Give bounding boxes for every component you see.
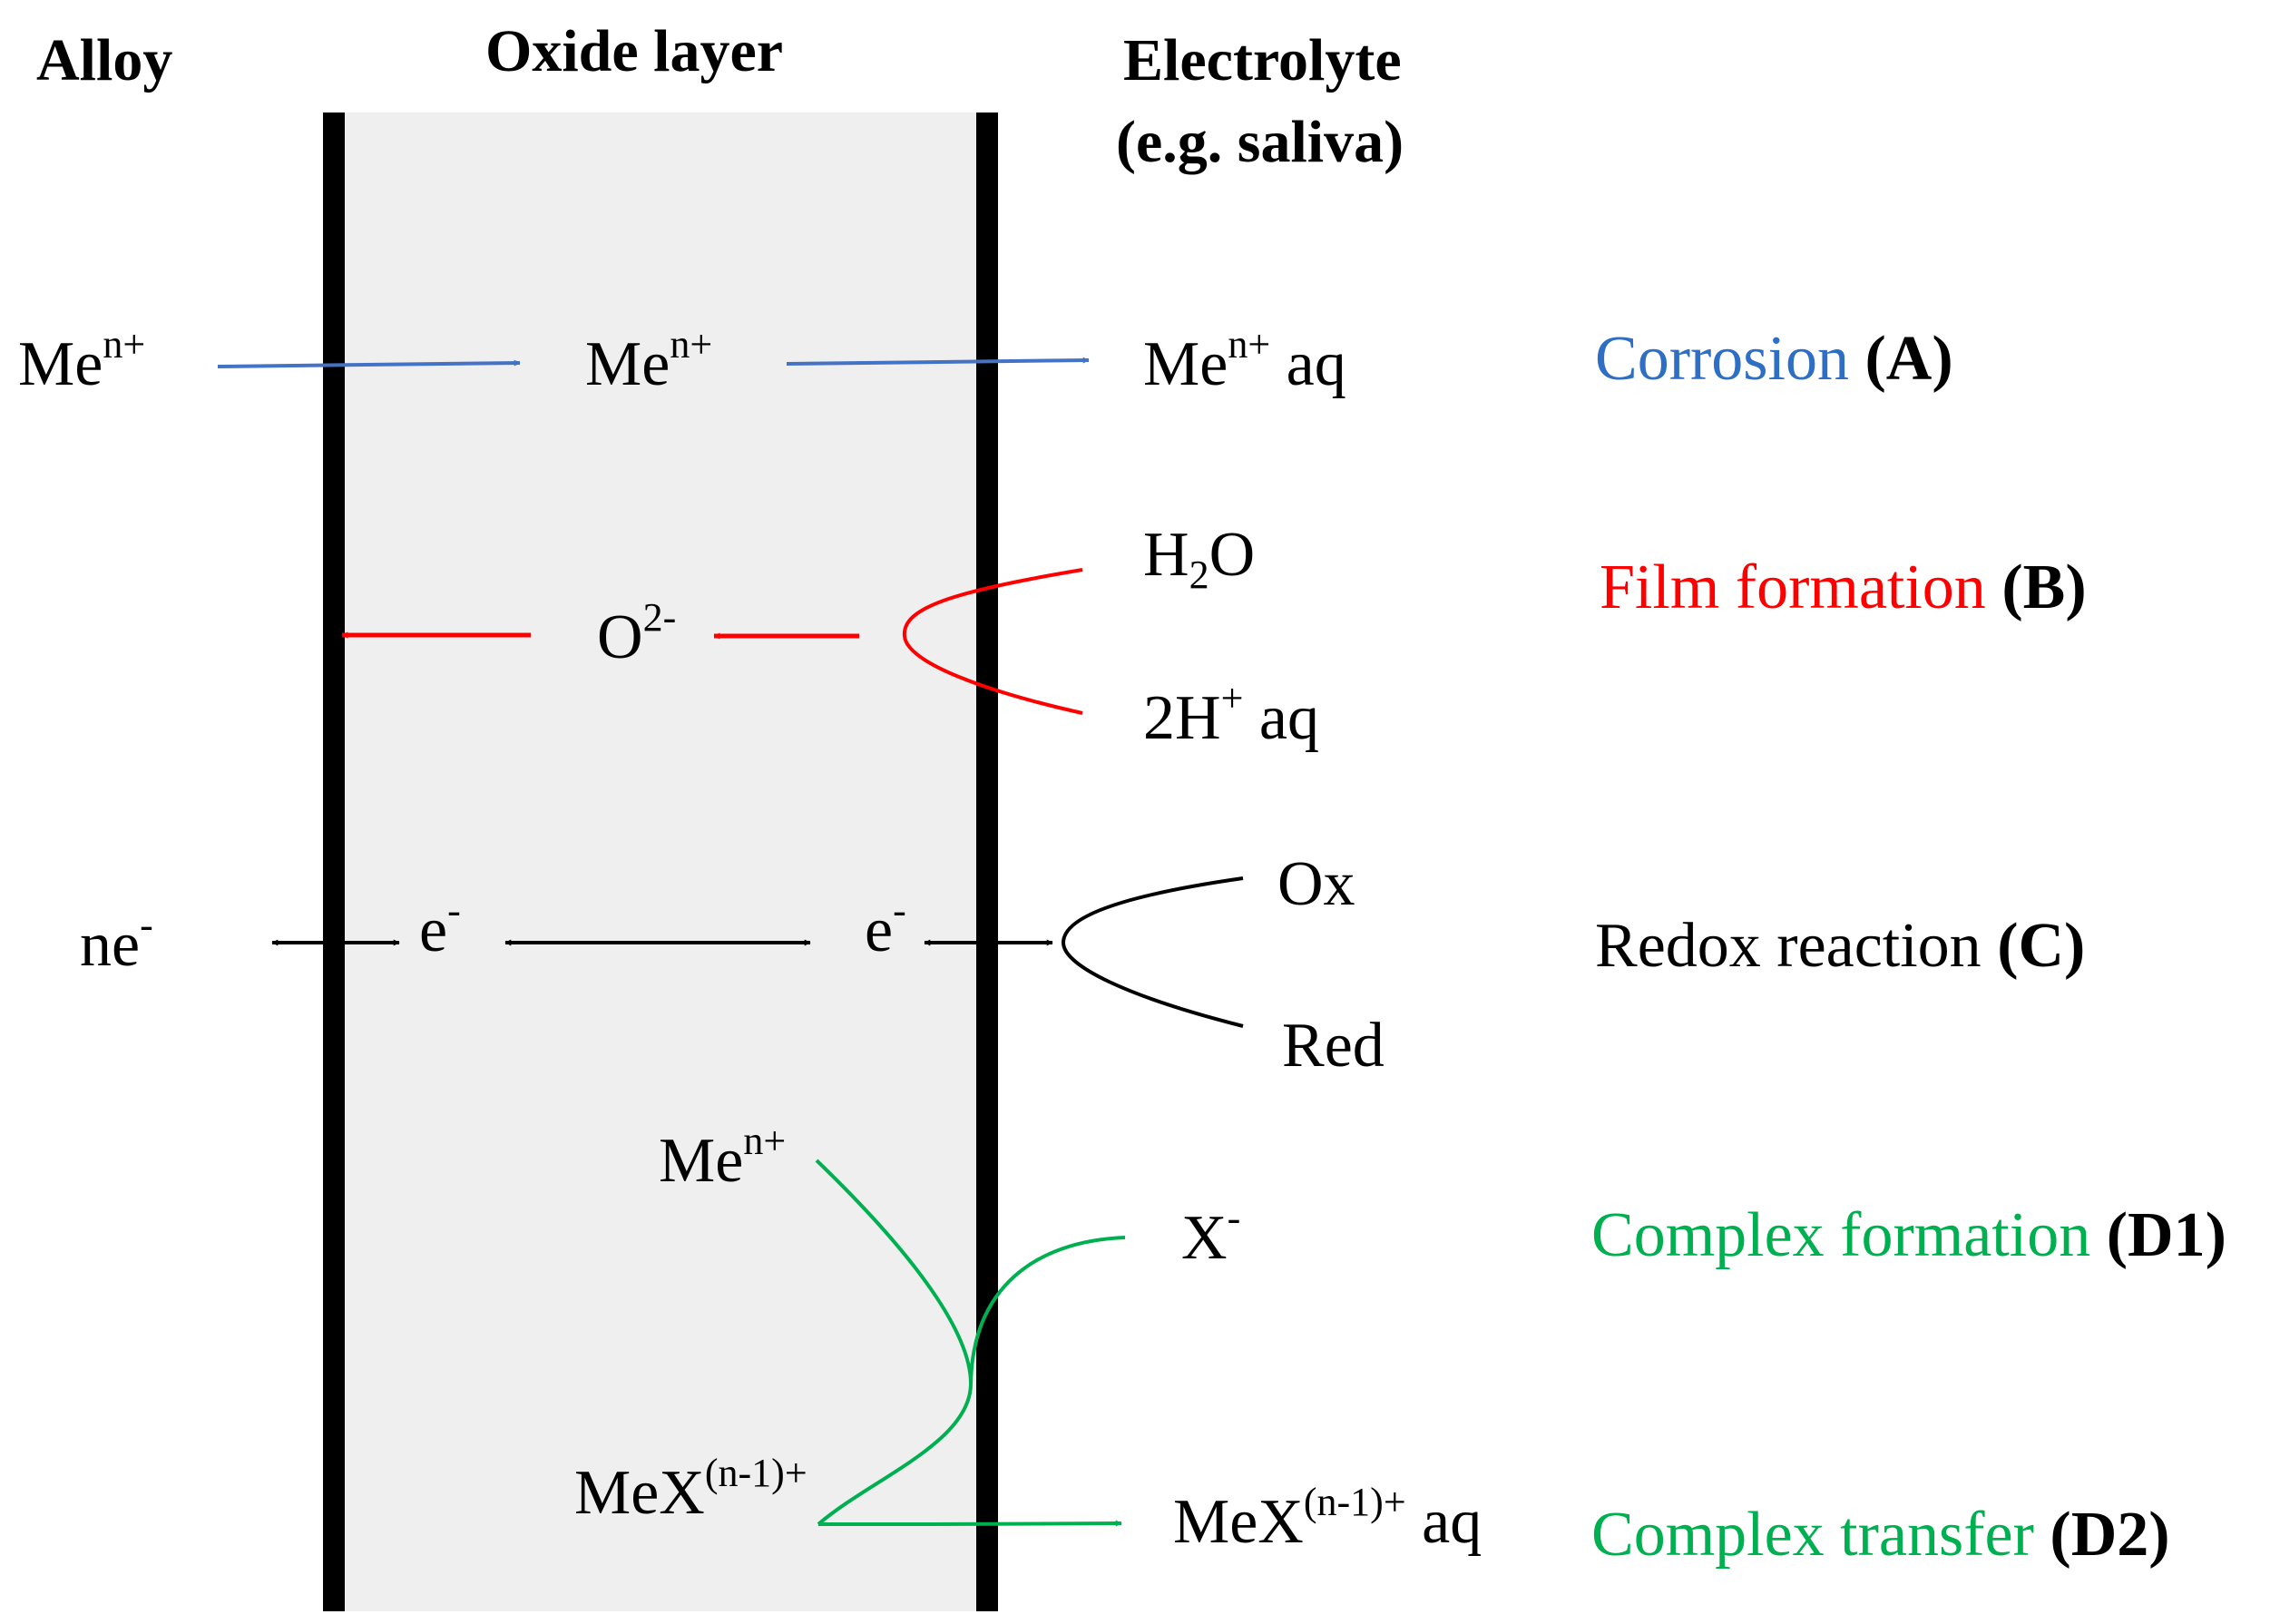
oxide-layer-header: Oxide layer bbox=[485, 18, 783, 84]
film-convergence-curve bbox=[902, 568, 1083, 715]
complex-x-curve bbox=[969, 1236, 1126, 1384]
red-label: Red bbox=[1282, 1011, 1385, 1081]
corrosion-arrow-1 bbox=[217, 359, 521, 368]
oxide-electrolyte-interface bbox=[976, 113, 998, 1611]
me-ion-aq: Men+ aq bbox=[1143, 322, 1346, 399]
alloy-oxide-interface bbox=[323, 113, 345, 1611]
electrons-alloy: ne- bbox=[80, 903, 153, 980]
caption-redox-reaction: Redox reaction (C) bbox=[1595, 911, 2085, 981]
redox-curve bbox=[1061, 876, 1244, 1028]
me-ion-alloy: Men+ bbox=[18, 322, 145, 399]
electrolyte-subheader: (e.g. saliva) bbox=[1116, 109, 1404, 175]
caption-corrosion: Corrosion (A) bbox=[1595, 324, 1953, 394]
me-ion-oxide: Men+ bbox=[585, 322, 712, 399]
mex-oxide-label: MeX(n-1)+ bbox=[574, 1451, 807, 1528]
protons-label: 2H+ aq bbox=[1143, 676, 1319, 753]
corrosion-arrow-2 bbox=[786, 357, 1090, 366]
mex-aq-label: MeX(n-1)+ aq bbox=[1173, 1480, 1482, 1557]
ox-label: Ox bbox=[1277, 849, 1355, 919]
caption-film-formation: Film formation (B) bbox=[1600, 553, 2087, 622]
caption-complex-transfer: Complex transfer (D2) bbox=[1591, 1500, 2170, 1570]
caption-complex-formation: Complex formation (D1) bbox=[1591, 1200, 2226, 1270]
water-label: H2O bbox=[1143, 520, 1255, 597]
electron-oxide-left: e- bbox=[419, 888, 461, 965]
electron-oxide-right: e- bbox=[865, 888, 906, 965]
me-ion-complex: Men+ bbox=[659, 1119, 786, 1196]
x-ion-label: X- bbox=[1181, 1196, 1240, 1273]
complex-transfer-arrow bbox=[818, 1520, 1122, 1527]
oxide-ion-label: O2- bbox=[597, 595, 676, 672]
alloy-header: Alloy bbox=[36, 27, 172, 93]
electrolyte-header: Electrolyte bbox=[1123, 27, 1402, 93]
